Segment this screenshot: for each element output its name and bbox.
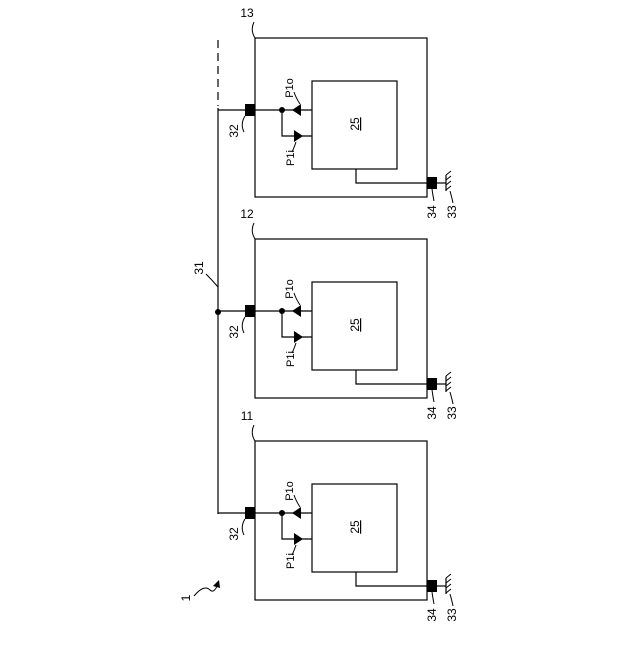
port-out-label: P1o (284, 279, 296, 299)
module-12: 12 25 32 P1oP1i 34 33 (218, 207, 459, 420)
module-ref-label: 13 (240, 6, 254, 20)
ground-connector (427, 580, 437, 592)
ground-connector (427, 378, 437, 390)
ground-connector-leader (432, 390, 434, 402)
port-out-arrow (292, 104, 301, 116)
ground-line (356, 169, 427, 183)
port-in-arrow (294, 130, 303, 142)
connector-ref-label: 32 (227, 527, 241, 541)
module-13: 13 25 32 P1oP1i 34 33 (218, 6, 459, 219)
bus-ref-label: 31 (192, 261, 206, 275)
connector-ref-label: 32 (227, 124, 241, 138)
ground-connector-ref-label: 34 (425, 608, 439, 622)
ground-connector-ref-label: 34 (425, 406, 439, 420)
ground-icon (446, 372, 451, 392)
connector-leader (242, 519, 245, 535)
connector-ref-label: 32 (227, 325, 241, 339)
figure-ref: 1 (179, 580, 220, 601)
ground-ref-leader (450, 594, 453, 606)
port-out-arrow (292, 507, 301, 519)
module-box (255, 38, 427, 197)
bus-junction-dot (215, 309, 221, 315)
module-ref-leader (252, 223, 255, 239)
port-in-arrow (294, 331, 303, 343)
ground-ref-leader (450, 392, 453, 404)
module-ref-label: 12 (240, 207, 254, 221)
ground-connector-leader (432, 592, 434, 604)
block-label: 25 (348, 117, 362, 131)
ground-ref-label: 33 (445, 406, 459, 420)
port-in-label: P1i (285, 351, 297, 367)
port-in-label: P1i (285, 150, 297, 166)
module-ref-leader (252, 425, 255, 441)
port-out-arrow (292, 305, 301, 317)
ground-ref-label: 33 (445, 205, 459, 219)
connector-leader (242, 116, 245, 132)
modules: 132532P1oP1i3433122532P1oP1i3433112532P1… (218, 6, 459, 622)
port-out-label: P1o (284, 481, 296, 501)
ground-ref-label: 33 (445, 608, 459, 622)
module-11: 11 25 32 P1oP1i 34 33 (218, 409, 459, 622)
bus-connector (245, 507, 255, 519)
bus-connector (245, 104, 255, 116)
ground-ref-leader (450, 191, 453, 203)
port-out-label: P1o (284, 78, 296, 98)
ground-connector-leader (432, 189, 434, 201)
ground-line (356, 572, 427, 586)
figure-ref-label: 1 (179, 594, 193, 601)
connector-leader (242, 317, 245, 333)
ground-icon (446, 171, 451, 191)
bus-ref: 31 (192, 261, 218, 287)
ground-connector (427, 177, 437, 189)
port-in-arrow (294, 533, 303, 545)
module-box (255, 441, 427, 600)
module-box (255, 239, 427, 398)
bus-line (215, 40, 221, 514)
ground-connector-ref-label: 34 (425, 205, 439, 219)
ground-line (356, 370, 427, 384)
ground-icon (446, 574, 451, 594)
block-label: 25 (348, 318, 362, 332)
port-in-label: P1i (285, 553, 297, 569)
module-ref-label: 11 (241, 409, 254, 423)
bus-connector (245, 305, 255, 317)
module-ref-leader (252, 22, 255, 38)
block-label: 25 (348, 520, 362, 534)
